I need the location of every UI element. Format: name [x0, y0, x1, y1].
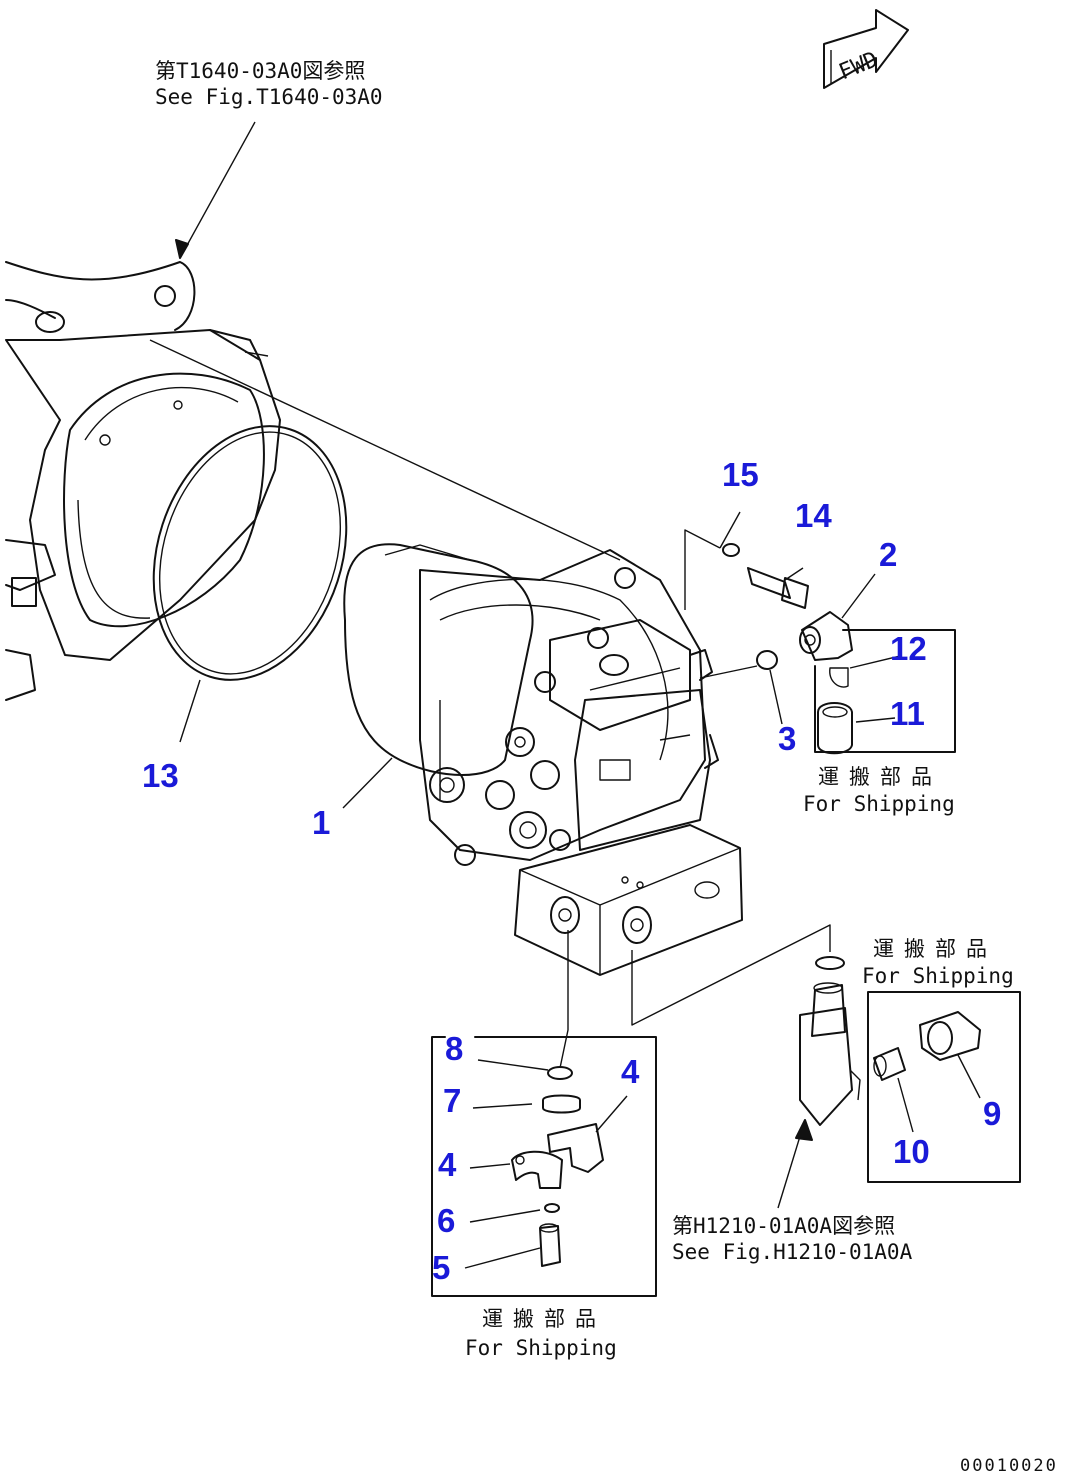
- alignment-line: [149, 339, 621, 561]
- part-8-shape: [547, 1066, 573, 1080]
- shipping-right-en: For Shipping: [803, 792, 955, 816]
- bolt-14: [747, 567, 809, 609]
- callout-numbers: 1 2 3 4 4 5 6 7 8 9 10 11 12 13 14 15: [142, 456, 1001, 1286]
- callout-12: 12: [890, 630, 927, 667]
- callout-4-upper: 4: [621, 1053, 640, 1090]
- o-ring-13: [152, 425, 348, 681]
- callout-15: 15: [722, 456, 759, 493]
- callout-6: 6: [437, 1202, 455, 1239]
- callout-leaders: [179, 567, 981, 1269]
- leader-3-line: [699, 665, 758, 679]
- fwd-direction-marker: FWD: [823, 9, 909, 89]
- shipping-bottom-en: For Shipping: [465, 1336, 617, 1360]
- bottom-reference-note: 第H1210-01A0A図参照 See Fig.H1210-01A0A: [672, 1119, 913, 1264]
- shipping-box-mid: 運搬部品 For Shipping: [862, 937, 1021, 1183]
- drawing-code: 00010020: [960, 1456, 1058, 1476]
- callout-5: 5: [432, 1249, 450, 1286]
- washer-15: [722, 543, 740, 557]
- callout-9: 9: [983, 1095, 1001, 1132]
- leader-valve-line: [631, 924, 831, 1026]
- callout-8: 8: [445, 1030, 463, 1067]
- callout-13: 13: [142, 757, 179, 794]
- leader-8-line: [559, 930, 569, 1069]
- bottom-reference-jp: 第H1210-01A0A図参照: [672, 1214, 895, 1238]
- travel-motor-assembly: [343, 543, 719, 866]
- axle-housing: [5, 261, 281, 701]
- top-reference-note: 第T1640-03A0図参照 See Fig.T1640-03A0: [155, 59, 383, 259]
- callout-2: 2: [879, 536, 897, 573]
- shipping-box-right: 運搬部品 For Shipping: [803, 629, 956, 816]
- fwd-label: FWD: [836, 47, 882, 85]
- leader-15-line: [684, 529, 721, 610]
- shipping-right-jp: 運搬部品: [818, 765, 942, 789]
- elbow-fitting-2: [799, 611, 853, 661]
- callout-14: 14: [795, 497, 832, 534]
- shipping-mid-jp: 運搬部品: [873, 937, 997, 961]
- callout-7: 7: [443, 1082, 461, 1119]
- valve-cartridge: [799, 956, 861, 1126]
- callout-1: 1: [312, 804, 330, 841]
- callout-4-lower: 4: [438, 1146, 457, 1183]
- callout-11: 11: [890, 695, 925, 732]
- bottom-reference-en: See Fig.H1210-01A0A: [672, 1240, 913, 1264]
- shipping-mid-en: For Shipping: [862, 964, 1014, 988]
- top-reference-jp: 第T1640-03A0図参照: [155, 59, 365, 83]
- callout-10: 10: [893, 1133, 930, 1170]
- brake-valve-block: [514, 824, 743, 976]
- shipping-bottom-jp: 運搬部品: [482, 1307, 606, 1331]
- o-ring-3: [756, 650, 778, 670]
- callout-3: 3: [778, 720, 796, 757]
- top-reference-en: See Fig.T1640-03A0: [155, 85, 383, 109]
